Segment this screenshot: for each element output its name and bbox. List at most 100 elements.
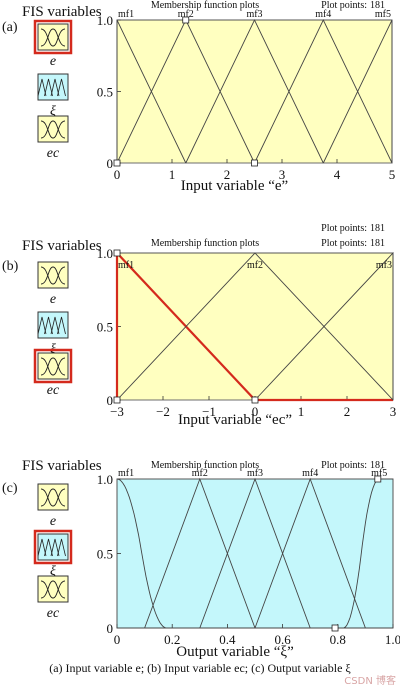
icon-glyph (40, 28, 66, 47)
x-tick-label: 0 (252, 404, 259, 419)
x-tick-label: 0.2 (164, 632, 180, 647)
point-marker (182, 16, 190, 24)
icon-stroke (40, 28, 66, 47)
plot-points-label: Plot points: (321, 223, 367, 234)
y-tick-label: 0.5 (97, 320, 113, 335)
x-tick-label: 4 (334, 167, 341, 182)
icon-glyph (37, 316, 66, 335)
series-mf4 (254, 18, 393, 164)
fis-variable-name: ξ (50, 104, 56, 119)
x-tick-label: 0.6 (274, 632, 291, 647)
x-tick-label: −3 (110, 404, 124, 419)
icon-stroke (57, 538, 66, 557)
y-tick-label: 0 (107, 156, 114, 171)
plot-points-label: Plot points: (321, 238, 367, 249)
series-mf1 (116, 19, 187, 164)
series-label: mf3 (247, 468, 263, 479)
x-axis-label: Input variable “ec” (178, 412, 292, 428)
icon-stroke (40, 488, 66, 507)
panel-label: (b) (2, 259, 19, 274)
fis-variable-2: ec (33, 348, 73, 398)
fis-variables-title: FIS variables (22, 238, 102, 254)
plot-points-value: 181 (370, 238, 385, 249)
x-tick-label: 0.8 (330, 632, 346, 647)
y-tick-label: 1.0 (97, 472, 113, 487)
series-mf2 (116, 252, 394, 401)
x-tick-label: 2 (344, 404, 351, 419)
y-tick-label: 1.0 (97, 246, 113, 261)
series-mf4 (254, 477, 366, 629)
x-tick-label: −1 (202, 404, 216, 419)
selection-frame (33, 19, 73, 55)
plot-title: Membership function plots (151, 238, 259, 249)
fis-variable-2: ec (37, 115, 69, 161)
fis-variable-1: ξ (37, 73, 69, 119)
x-tick-label: 0 (114, 167, 121, 182)
series-label: mf4 (315, 9, 331, 20)
series-label: mf4 (302, 468, 318, 479)
point-marker (113, 159, 121, 167)
y-tick-label: 0 (107, 393, 114, 408)
fis-variable-0: e (37, 483, 69, 529)
icon-glyph (40, 266, 66, 285)
fis-variable-name: ec (47, 606, 60, 621)
series-label: mf2 (178, 9, 194, 20)
icon-stroke (50, 78, 60, 97)
series-label: mf5 (371, 468, 387, 479)
x-tick-label: −2 (156, 404, 170, 419)
selection-frame (33, 348, 73, 384)
icon-stroke (40, 580, 66, 599)
x-tick-label: 2 (224, 167, 231, 182)
fis-variable-name: e (50, 54, 56, 69)
fis-variable-name: ec (47, 383, 60, 398)
icon-stroke (40, 357, 66, 376)
icon-stroke (40, 580, 66, 599)
panel-label: (a) (2, 20, 18, 35)
x-axis-label: Input variable “e” (181, 178, 288, 194)
series-label: mf3 (376, 260, 392, 271)
plot-points-label: Plot points: (321, 460, 367, 471)
plot-points-value: 181 (370, 0, 385, 11)
fis-variable-name: ξ (50, 564, 56, 579)
point-marker (374, 475, 382, 483)
plot-area (116, 252, 394, 401)
plot-points-value: 181 (370, 460, 385, 471)
y-tick-label: 0 (107, 621, 114, 636)
fis-variables-title: FIS variables (22, 4, 102, 20)
series-label: mf1 (118, 260, 134, 271)
plot-points-value: 181 (370, 223, 385, 234)
selection-frame (33, 529, 73, 565)
y-tick-label: 1.0 (97, 13, 113, 28)
point-marker (251, 159, 258, 167)
point-marker (331, 624, 339, 632)
x-tick-label: 0.4 (219, 632, 236, 647)
point-marker (113, 249, 121, 257)
icon-stroke (40, 357, 66, 376)
icon-stroke (40, 266, 66, 285)
icon-stroke (37, 78, 47, 97)
series-mf3 (199, 477, 311, 629)
series-mf5 (117, 478, 393, 629)
x-tick-label: 1.0 (385, 632, 400, 647)
panel-label: (c) (2, 481, 18, 496)
icon-stroke (50, 316, 60, 335)
x-tick-label: 1 (298, 404, 305, 419)
x-tick-label: 0 (114, 632, 121, 647)
icon-stroke (37, 538, 47, 557)
fis-variable-name: e (50, 292, 56, 307)
series-label: mf1 (118, 9, 134, 20)
icon-glyph (37, 538, 66, 557)
icon-stroke (44, 78, 53, 97)
watermark: CSDN 博客 (344, 674, 396, 687)
y-tick-label: 0.5 (97, 547, 113, 562)
icon-stroke (37, 316, 47, 335)
fis-variable-name: e (50, 514, 56, 529)
icon-glyph (40, 488, 66, 507)
